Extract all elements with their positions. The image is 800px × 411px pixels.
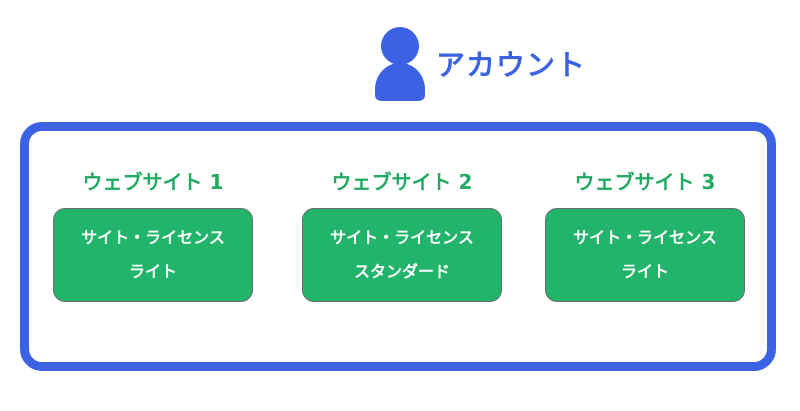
license-card: サイト・ライセンス ライト <box>545 208 745 302</box>
website-title: ウェブサイト 3 <box>574 170 716 194</box>
website-3: ウェブサイト 3 サイト・ライセンス ライト <box>545 165 745 302</box>
license-card: サイト・ライセンス ライト <box>53 208 253 302</box>
license-plan: ライト <box>620 262 669 281</box>
license-name: サイト・ライセンス <box>573 228 717 247</box>
license-plan: スタンダード <box>353 262 450 281</box>
website-title: ウェブサイト 1 <box>82 170 224 194</box>
user-icon <box>375 27 425 101</box>
account-label: アカウント <box>436 48 587 82</box>
license-card: サイト・ライセンス スタンダード <box>302 208 502 302</box>
license-plan: ライト <box>128 262 177 281</box>
website-2: ウェブサイト 2 サイト・ライセンス スタンダード <box>302 165 502 302</box>
website-title: ウェブサイト 2 <box>331 170 473 194</box>
account-header: アカウント <box>372 22 586 104</box>
license-name: サイト・ライセンス <box>81 228 225 247</box>
license-name: サイト・ライセンス <box>330 228 474 247</box>
website-1: ウェブサイト 1 サイト・ライセンス ライト <box>53 165 253 302</box>
